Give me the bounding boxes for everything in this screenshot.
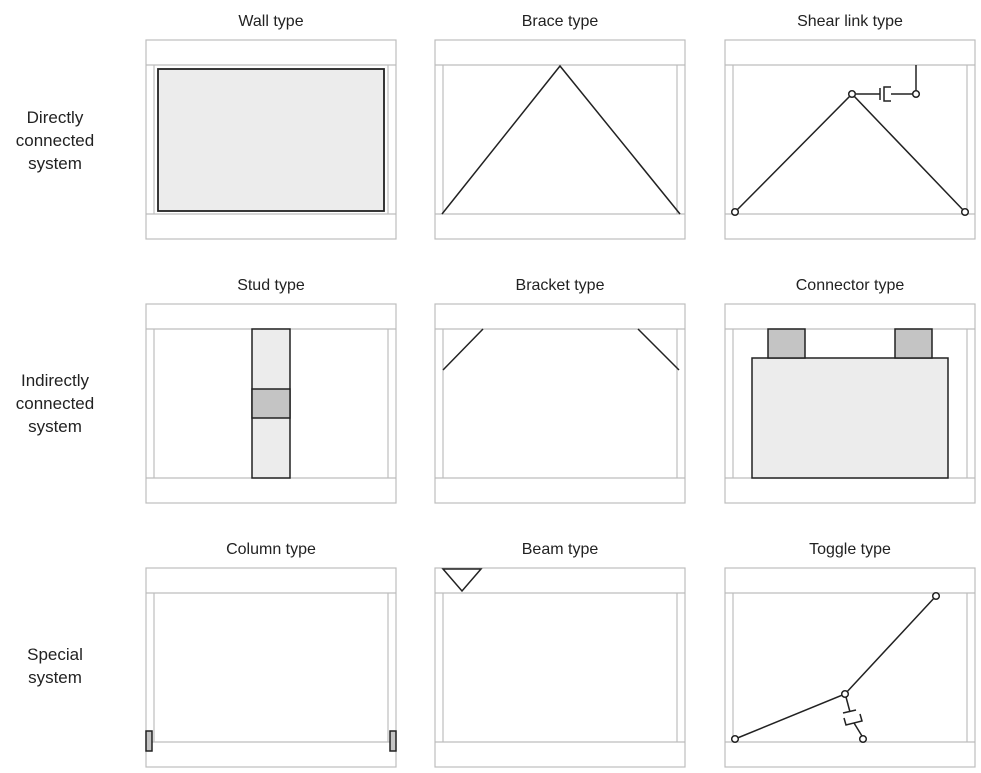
shear-link-damper <box>730 65 970 217</box>
panel-title-wall: Wall type <box>238 13 304 30</box>
row-label-line: system <box>28 417 82 436</box>
panel-frame-brace <box>434 39 686 240</box>
panel-frame-wall <box>145 39 397 240</box>
row-label-line: Directly <box>26 108 84 127</box>
column-dampers <box>145 730 397 752</box>
row-label-direct: Directly connected system <box>0 106 110 175</box>
bracket-members <box>442 328 680 371</box>
panel-title-brace: Brace type <box>521 13 599 30</box>
beam-damper <box>441 568 483 593</box>
panel-title-shear-link: Shear link type <box>797 13 903 30</box>
row-label-line: Special <box>27 645 83 664</box>
panel-title-column: Column type <box>226 541 316 558</box>
panel-title-bracket: Bracket type <box>515 277 605 294</box>
row-label-line: Indirectly <box>20 371 90 390</box>
toggle-damper <box>730 591 941 744</box>
connector-damper <box>751 328 949 479</box>
row-label-line: connected <box>15 394 95 413</box>
stud-damper <box>251 328 291 479</box>
row-label-line: connected <box>15 131 95 150</box>
panel-title-connector: Connector type <box>795 277 905 294</box>
panel-title-stud: Stud type <box>237 277 305 294</box>
row-label-line: system <box>28 154 82 173</box>
panel-title-toggle: Toggle type <box>809 541 891 558</box>
panel-frame-shear-link <box>724 39 976 240</box>
panel-title-beam: Beam type <box>521 541 599 558</box>
brace-members <box>441 64 681 215</box>
panel-frame-column <box>145 567 397 768</box>
panel-frame-bracket <box>434 303 686 504</box>
wall-damper <box>157 68 385 212</box>
row-label-line: system <box>28 668 82 687</box>
panel-frame-beam <box>434 567 686 768</box>
row-label-special: Special system <box>0 643 110 689</box>
row-label-indirect: Indirectly connected system <box>0 369 110 438</box>
